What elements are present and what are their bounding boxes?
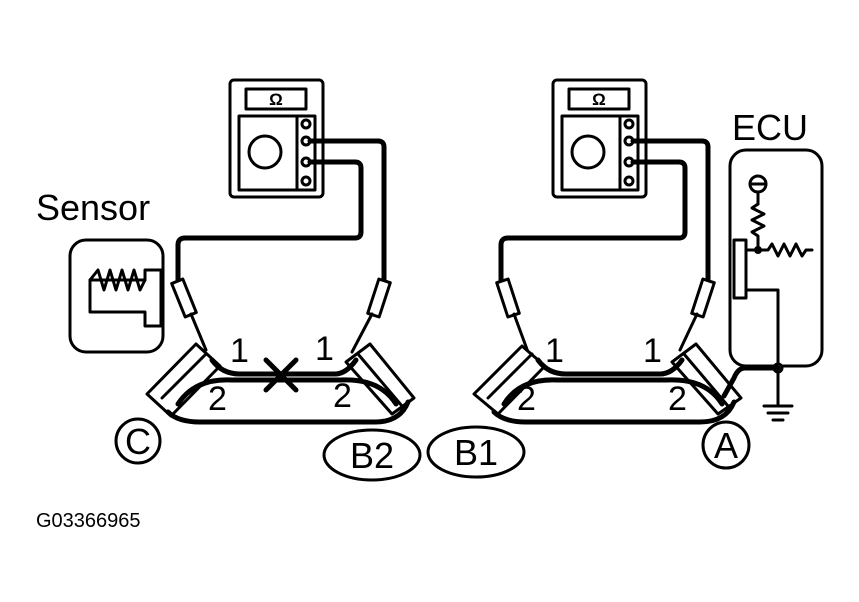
- connector-c-label: C: [114, 417, 162, 465]
- right-probe-b1: [495, 277, 530, 354]
- ecu-box: [728, 148, 824, 374]
- left-probe-c: [170, 277, 208, 352]
- figure-code: G03366965: [36, 510, 141, 532]
- left-probe-b2: [350, 277, 392, 354]
- connector-b2-pin-2: 2: [333, 377, 352, 415]
- left-ohmmeter: Ω: [228, 78, 325, 199]
- right-meter-symbol: Ω: [592, 90, 606, 109]
- ecu-label: ECU: [732, 107, 808, 148]
- connector-b2-label: B2: [322, 428, 422, 482]
- open-circuit-x-mark: [263, 357, 299, 393]
- right-meter-lead-1: [630, 138, 711, 286]
- sensor-box: [68, 238, 165, 354]
- connector-b1-pin-2: 2: [517, 380, 536, 418]
- svg-text:A: A: [714, 425, 738, 466]
- harness-c-b2-sheath: [165, 399, 411, 425]
- left-meter-lead-2: [175, 159, 364, 286]
- connector-a-pin-1: 1: [643, 332, 662, 370]
- svg-text:B1: B1: [454, 432, 498, 473]
- left-meter-symbol: Ω: [269, 90, 283, 109]
- connector-b2-pin-1: 1: [315, 330, 334, 368]
- connector-b2-body: [344, 342, 416, 416]
- right-probe-a: [678, 277, 716, 352]
- ground-symbol: [762, 370, 794, 422]
- left-meter-lead-1: [307, 138, 387, 286]
- right-meter-lead-2: [498, 159, 688, 286]
- ecu-to-connector-a-wire: [721, 365, 781, 399]
- connector-b1-label: B1: [426, 425, 526, 479]
- right-ohmmeter: Ω: [551, 78, 648, 199]
- svg-text:C: C: [125, 421, 151, 462]
- harness-b1-a-wire-2: [501, 377, 725, 407]
- harness-c-b2-wire-1: [209, 357, 359, 377]
- connector-c-pin-1: 1: [230, 332, 249, 370]
- svg-text:B2: B2: [350, 435, 394, 476]
- connector-c-pin-2: 2: [208, 380, 227, 418]
- harness-b1-a-sheath: [491, 399, 737, 425]
- harness-b1-a-wire-1: [535, 357, 685, 377]
- connector-a-pin-2: 2: [668, 380, 687, 418]
- sensor-label: Sensor: [36, 187, 150, 228]
- connector-a-label: A: [701, 420, 751, 470]
- connector-b1-pin-1: 1: [545, 332, 564, 370]
